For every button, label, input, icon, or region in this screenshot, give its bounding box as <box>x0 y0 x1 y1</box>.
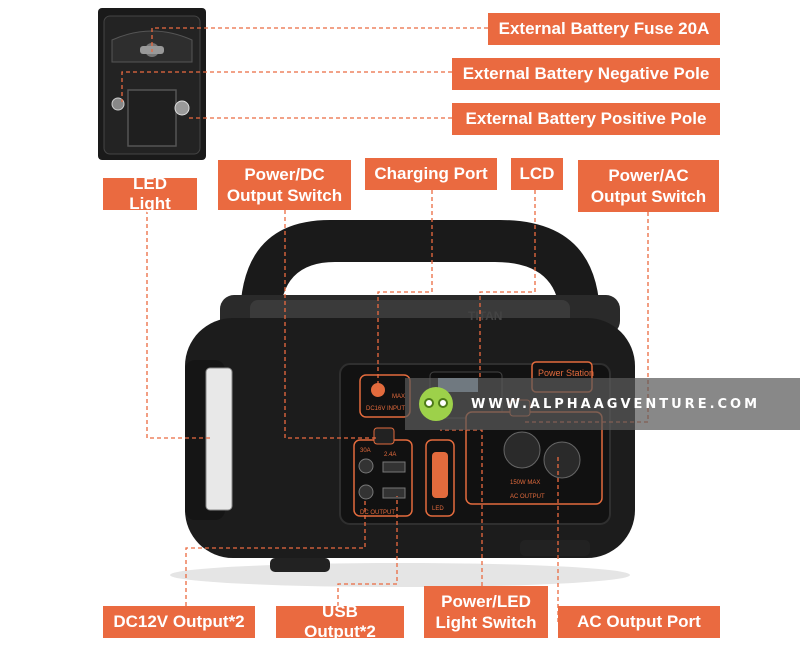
label-dc12v-text: DC12V Output*2 <box>113 612 245 631</box>
label-negative-text: External Battery Negative Pole <box>462 64 710 83</box>
label-power-led-line2: Light Switch <box>435 613 537 632</box>
label-usb-text: USB Output*2 <box>304 602 376 641</box>
label-usb-output: USB Output*2 <box>276 602 404 641</box>
label-dc12v-output: DC12V Output*2 <box>103 606 255 638</box>
label-power-dc-line1: Power/DC <box>244 165 325 184</box>
label-power-ac-switch: Power/AC Output Switch <box>578 160 719 212</box>
label-fuse: External Battery Fuse 20A <box>488 13 720 45</box>
label-negative-pole: External Battery Negative Pole <box>452 58 720 90</box>
label-ac-output-port: AC Output Port <box>558 606 720 638</box>
label-power-dc-line2: Output Switch <box>226 186 343 205</box>
label-positive-pole: External Battery Positive Pole <box>452 103 720 135</box>
watermark-banner: WWW.ALPHAAGVENTURE.COM <box>405 378 800 430</box>
label-power-ac-line1: Power/AC <box>608 166 689 185</box>
label-fuse-text: External Battery Fuse 20A <box>498 19 710 38</box>
label-led-light: LED Light <box>103 174 197 213</box>
label-charging-port: Charging Port <box>365 158 497 190</box>
label-power-dc-switch: Power/DC Output Switch <box>218 160 351 210</box>
watermark-text: WWW.ALPHAAGVENTURE.COM <box>471 396 761 412</box>
label-ac-output-text: AC Output Port <box>577 612 701 631</box>
label-positive-text: External Battery Positive Pole <box>465 109 707 128</box>
label-charging-port-text: Charging Port <box>374 164 488 183</box>
owl-logo-icon <box>419 387 453 421</box>
label-lcd: LCD <box>511 158 563 190</box>
label-power-led-switch: Power/LED Light Switch <box>424 586 548 638</box>
label-lcd-text: LCD <box>519 164 555 183</box>
label-power-ac-line2: Output Switch <box>590 187 707 206</box>
label-led-light-text: LED Light <box>129 174 171 213</box>
label-power-led-line1: Power/LED <box>441 592 531 611</box>
